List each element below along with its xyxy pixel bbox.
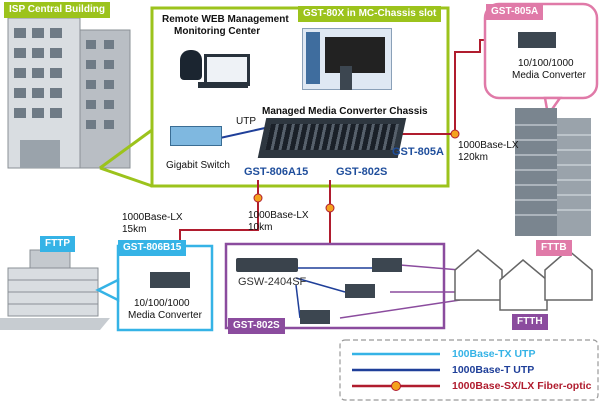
converter-802s-icon-2 (345, 284, 375, 298)
web-ui-screenshot (302, 28, 392, 90)
legend-label-utp1000: 1000Base-T UTP (452, 364, 535, 376)
gst-805a-tag: GST-805A (486, 4, 544, 20)
isp-building-tag: ISP Central Building (4, 2, 110, 18)
converter-806b15-icon (150, 272, 190, 288)
link-lx15-label-1: 1000Base-LX (122, 212, 183, 223)
gst-806b15-box (116, 244, 214, 332)
chassis-slot-tag: GST-80X in MC-Chassis slot (298, 6, 442, 22)
legend-label-utp100: 100Base-TX UTP (452, 348, 536, 360)
gst-802s-tag: GST-802S (228, 318, 285, 334)
link-lx120-label-1: 1000Base-LX (458, 140, 519, 151)
gsw-2404sf-label: GSW-2404SF (238, 276, 307, 288)
gigabit-switch-label: Gigabit Switch (166, 160, 230, 171)
gigabit-switch-icon (170, 126, 222, 146)
remote-mgmt-label-1: Remote WEB Management (162, 14, 289, 25)
ftth-houses-icon (454, 249, 593, 311)
link-lx15-label-2: 15km (122, 224, 147, 235)
fttb-tag: FTTB (536, 240, 572, 256)
gst-802s-box (224, 242, 446, 330)
converter-module-icon (340, 66, 352, 90)
link-lx120-label-2: 120km (458, 152, 489, 163)
utp-label: UTP (236, 116, 256, 127)
converter-805a-label-1: 10/100/1000 (518, 58, 574, 69)
gst-802s-chassis-label: GST-802S (336, 166, 388, 178)
gst-806b15-tag: GST-806B15 (118, 240, 187, 256)
gsw-2404sf-icon (236, 258, 298, 272)
link-lx10-label-1: 1000Base-LX (248, 210, 309, 221)
legend-label-fiber: 1000Base-SX/LX Fiber-optic (452, 380, 592, 392)
converter-806b15-label-1: 10/100/1000 (134, 298, 190, 309)
converter-802s-icon-1 (372, 258, 402, 272)
link-lx10-label-2: 10km (248, 222, 273, 233)
gst-806a15-label: GST-806A15 (244, 166, 309, 178)
converter-806b15-label-2: Media Converter (128, 310, 202, 321)
fttp-tag: FTTP (40, 236, 75, 252)
converter-802s-icon-3 (300, 310, 330, 324)
fttb-towers-icon (515, 108, 591, 236)
fiber-connector-dots (253, 129, 460, 213)
chassis-device-icon (257, 118, 407, 158)
ftth-tag: FTTH (512, 314, 548, 330)
remote-mgmt-label-2: Monitoring Center (174, 26, 261, 37)
converter-805a-label-2: Media Converter (512, 70, 586, 81)
gst-805a-chassis-label: GST-805A (392, 146, 444, 158)
chassis-title: Managed Media Converter Chassis (262, 106, 428, 117)
converter-805a-icon (518, 32, 556, 48)
management-pc-icon (180, 40, 250, 92)
isp-building-icon (7, 17, 131, 169)
fttp-building-icon (0, 249, 110, 330)
